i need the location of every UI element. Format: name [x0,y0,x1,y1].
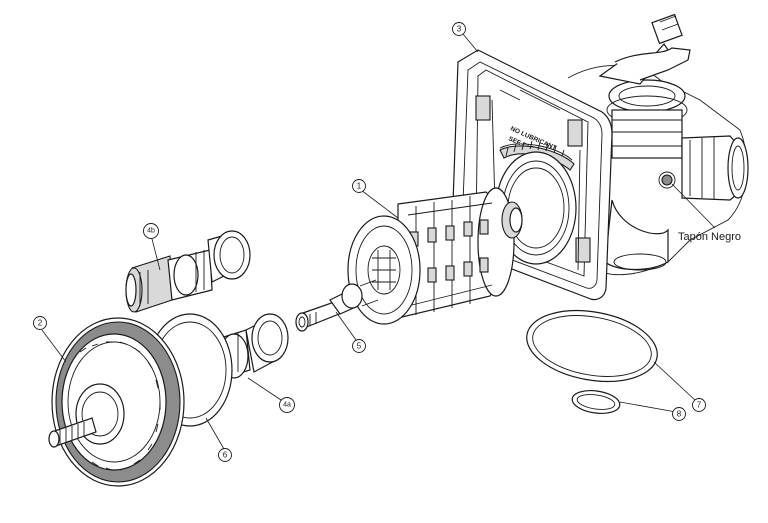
callout-8: 8 [672,407,686,421]
piston-rod [295,279,379,332]
callout-5: 5 [352,339,366,353]
seal-spacer-stack [347,187,523,325]
leader-lines [41,33,716,450]
callout-1-label: 1 [357,182,362,191]
callout-6-label: 6 [223,451,228,460]
o-ring-small [571,390,621,414]
callout-6: 6 [218,448,232,462]
valve-body [567,13,749,276]
drive-assembly-4b [125,230,251,313]
callout-4a-label: 4a [283,402,291,409]
callout-7-label: 7 [697,401,702,410]
drive-gear [48,317,185,487]
callout-1: 1 [352,179,366,193]
callout-3-label: 3 [457,25,462,34]
callout-7: 7 [692,398,706,412]
callout-2-label: 2 [38,319,43,328]
callout-5-label: 5 [357,342,362,351]
callout-4a: 4a [279,397,295,413]
callout-3: 3 [452,22,466,36]
callout-8-label: 8 [677,410,682,419]
callout-4b: 4b [143,223,159,239]
black-plug-label: Tapón Negro [678,231,741,243]
callout-4b-label: 4b [147,228,155,235]
o-ring-large [526,310,658,382]
black-plug [661,174,673,186]
callout-2: 2 [33,316,47,330]
